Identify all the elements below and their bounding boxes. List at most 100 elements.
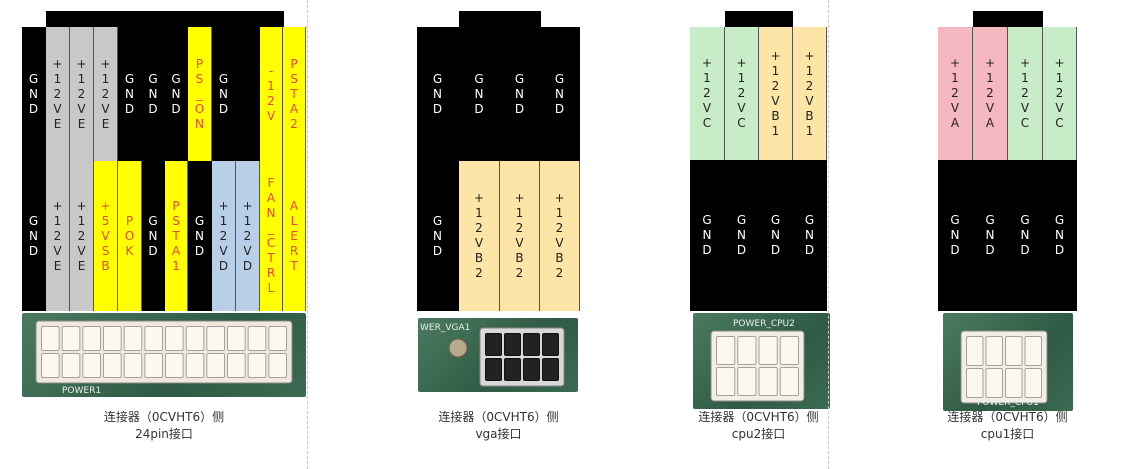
socket-hole (758, 367, 778, 396)
pin-label-char: + (52, 198, 63, 213)
connector-photo: WER_VGA1 (418, 318, 578, 392)
socket-hole (247, 353, 267, 378)
pin-label-char: 1 (1055, 71, 1064, 85)
pin-label-char: - (268, 64, 274, 78)
pin-label-char: G (218, 71, 229, 86)
pin-label-char: V (474, 236, 484, 250)
pin-label-char: 2 (219, 228, 228, 243)
pin-label-char: D (1020, 243, 1030, 257)
pin-label-char: + (804, 48, 815, 63)
socket-hole (985, 368, 1003, 398)
pin-label-char: + (100, 198, 111, 213)
pin-label-char: T (290, 258, 298, 273)
pin-label-char: N (474, 86, 484, 101)
pin-label-char: 1 (771, 123, 780, 138)
pin-label-char: A (289, 198, 299, 213)
socket-hole (268, 353, 287, 378)
pin-label-char: D (554, 101, 565, 116)
pin-label-char: A (289, 101, 299, 116)
pin-label-char: 2 (1021, 86, 1029, 100)
photo-svg: POWER_CPU1 (960, 330, 1048, 408)
photo-svg: POWER1 (35, 320, 293, 396)
pin-label-char: V (219, 243, 228, 258)
pin-label-char: + (701, 56, 713, 70)
pin-label-char: 2 (515, 221, 524, 235)
pin-label-char: A (985, 116, 995, 130)
pin-label-char: G (28, 71, 39, 86)
pin-label-char: K (125, 243, 134, 258)
socket-hole (716, 367, 736, 396)
pin-label-char: 1 (703, 71, 711, 85)
socket-hole (779, 367, 799, 396)
pin-label-char: N (29, 86, 38, 101)
pin-label-char: G (171, 71, 181, 86)
caption-line-2: cpu1接口 (980, 427, 1035, 441)
socket-hole (82, 326, 101, 351)
pin-label-char: 2 (951, 86, 959, 100)
pin-label-char: G (736, 213, 747, 227)
silkscreen-label: WER_VGA1 (420, 323, 470, 333)
socket-hole (206, 353, 225, 378)
socket-hole (985, 336, 1003, 366)
pin-label-char: 2 (1055, 86, 1064, 100)
pin-label-char: 2 (53, 86, 62, 101)
pin-label-char: _ (196, 86, 203, 101)
pin-label-char: N (1020, 228, 1030, 242)
pin-label-char: 1 (243, 213, 252, 228)
pin-label-char: G (124, 71, 135, 86)
caption-line-1: 连接器（0CVHT6）侧 (698, 410, 819, 424)
socket-hole (82, 353, 101, 378)
pin-label-char: V (77, 101, 86, 116)
photo-svg: WER_VGA1 (420, 323, 565, 387)
pin-label-char: E (53, 116, 62, 131)
pin-label-char: 1 (53, 71, 62, 86)
divider-1 (307, 0, 308, 469)
socket-hole (485, 333, 502, 356)
pin-label-char: 1 (77, 71, 86, 86)
pin-label-char: 2 (77, 228, 86, 243)
pin-label-char: N (771, 228, 780, 242)
pin-label-char: N (433, 228, 442, 243)
pin-label-char: G (432, 213, 443, 228)
pin-label-char: N (950, 228, 960, 242)
pin-label-char: G (148, 213, 158, 228)
socket-hole (185, 326, 205, 351)
pin-label-char: 1 (805, 123, 814, 138)
pin-label-char: G (804, 213, 815, 227)
pin-label-char: A (950, 116, 960, 130)
socket-hole (1005, 336, 1023, 366)
pin-label-char: C (1055, 116, 1064, 130)
pin-label-char: D (950, 243, 960, 257)
pin-label-char: O (194, 101, 205, 116)
socket-hole (1024, 368, 1042, 398)
pin-label-char: P (125, 213, 134, 228)
mounting-hole-icon (448, 338, 468, 358)
pin-label-char: G (474, 71, 484, 86)
pin-label-char: S (195, 71, 204, 86)
pin-label-char: D (736, 243, 747, 257)
pin-label-char: 2 (737, 86, 746, 100)
pin-label-char: E (77, 258, 86, 273)
